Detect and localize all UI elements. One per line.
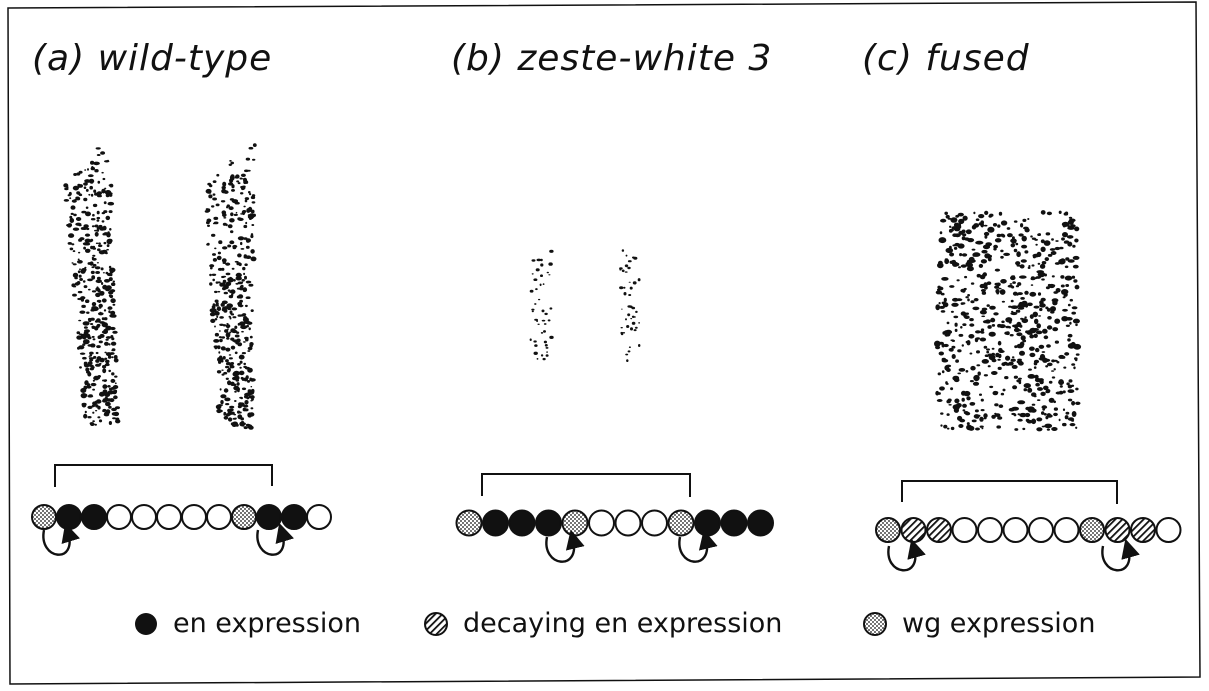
segment-bracket-b [481,473,691,497]
cell-empty [131,504,157,530]
panel-title-fused: (c) fused [862,38,1030,79]
legend-decay-label: decaying en expression [463,608,783,639]
cell-empty [641,509,668,537]
cell-empty [206,504,232,530]
cell-decay [926,517,952,543]
stripe-a2 [204,143,257,430]
legend-wg-expression: wg expression [862,608,1095,639]
stripe-b2 [619,249,641,362]
signal-arrow-b1 [545,529,585,563]
cell-en [56,504,82,530]
signal-arrow-c1 [887,538,926,572]
cell-decay [900,517,927,543]
cell-en [535,509,562,537]
cell-empty [156,504,182,530]
signal-arrow-c2 [1101,538,1140,572]
signal-arrow-b2 [678,529,718,563]
cell-empty [977,517,1003,543]
cell-empty [951,517,978,543]
cell-decay [1130,517,1156,543]
segment-bracket-c [901,480,1118,504]
legend-en-expression: en expression [133,608,361,639]
signal-arrow-a1 [42,522,80,556]
expression-stripes [63,143,1082,432]
cell-empty [181,504,207,530]
cell-empty [1053,517,1080,543]
cell-wg [667,509,695,537]
cell-wg [561,509,589,537]
cell-empty [1155,517,1182,543]
cell-en [720,509,748,537]
cell-en [281,504,307,530]
stripe-c1 [934,210,1082,432]
cell-en [508,509,536,537]
cell-wg [231,504,257,530]
stripe-a1 [63,147,121,426]
cell-en [81,504,107,530]
cell-decay [1104,517,1131,543]
legend-en-label: en expression [173,608,361,639]
cell-en [747,509,774,537]
panel-title-zeste-white-3: (b) zeste-white 3 [451,38,773,79]
signal-arrows [42,522,1140,572]
cell-wg [1079,517,1105,543]
cell-en [694,509,721,537]
cell-row-c [875,517,1182,543]
cell-en [482,509,509,537]
legend-decay-icon [424,611,448,636]
cell-en [256,504,282,530]
cell-empty [306,504,332,530]
panel-title-wild-type: (a) wild-type [32,38,273,79]
cell-wg [455,509,483,537]
cell-row-b [455,509,774,537]
legend-wg-icon [863,611,887,636]
segment-bracket-a [54,464,273,487]
cell-empty [588,509,615,537]
cell-empty [1002,517,1029,543]
frame-border [7,1,1201,685]
stripe-b1 [529,249,554,361]
legend-wg-label: wg expression [902,608,1096,639]
legend-decaying-en-expression: decaying en expression [423,608,782,639]
cell-empty [106,504,132,530]
legend-en-icon [135,612,157,635]
cell-empty [1028,517,1054,543]
cell-row-a [31,504,332,530]
signal-arrow-a2 [256,522,294,556]
cell-wg [875,517,901,543]
cell-empty [614,509,642,537]
cell-wg [31,504,57,530]
